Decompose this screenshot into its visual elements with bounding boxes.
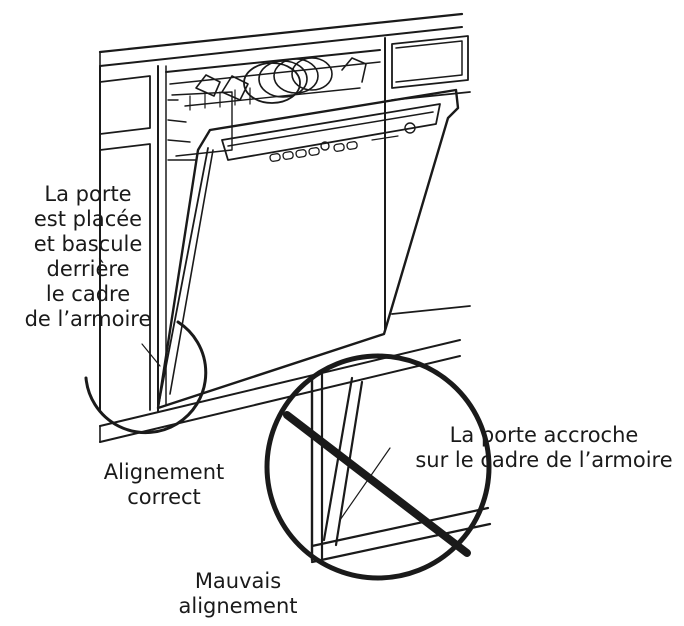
countertop bbox=[98, 12, 464, 67]
floor-toe-kick bbox=[99, 339, 461, 443]
label-door-placed-behind-frame: La porte est placée et bascule derrière … bbox=[18, 182, 158, 332]
label-line: le cadre bbox=[45, 282, 131, 306]
dishwasher-door bbox=[156, 88, 460, 410]
wrong-alignment-circle bbox=[264, 353, 492, 581]
label-line: est placée bbox=[33, 207, 143, 231]
label-line: de l’armoire bbox=[24, 307, 152, 331]
label-door-catches-frame: La porte accroche sur le cadre de l’armo… bbox=[410, 423, 678, 473]
label-correct-alignment: Alignement correct bbox=[74, 460, 254, 510]
control-panel bbox=[269, 122, 416, 162]
label-line: La porte accroche bbox=[449, 423, 639, 447]
label-line: sur le cadre de l’armoire bbox=[415, 448, 673, 472]
label-line: Alignement bbox=[103, 460, 225, 484]
leader-wrong-side bbox=[339, 447, 391, 521]
label-wrong-alignment: Mauvais alignement bbox=[148, 569, 328, 619]
label-line: Mauvais bbox=[194, 569, 282, 593]
label-line: La porte bbox=[44, 182, 132, 206]
label-line: derrière bbox=[46, 257, 130, 281]
label-line: alignement bbox=[178, 594, 298, 618]
left-cabinet bbox=[99, 65, 167, 413]
dish-rack-with-plates bbox=[184, 57, 367, 111]
label-line: correct bbox=[127, 485, 201, 509]
correct-alignment-circle bbox=[84, 320, 208, 435]
label-line: et bascule bbox=[33, 232, 143, 256]
leader-correct-side bbox=[141, 343, 161, 367]
